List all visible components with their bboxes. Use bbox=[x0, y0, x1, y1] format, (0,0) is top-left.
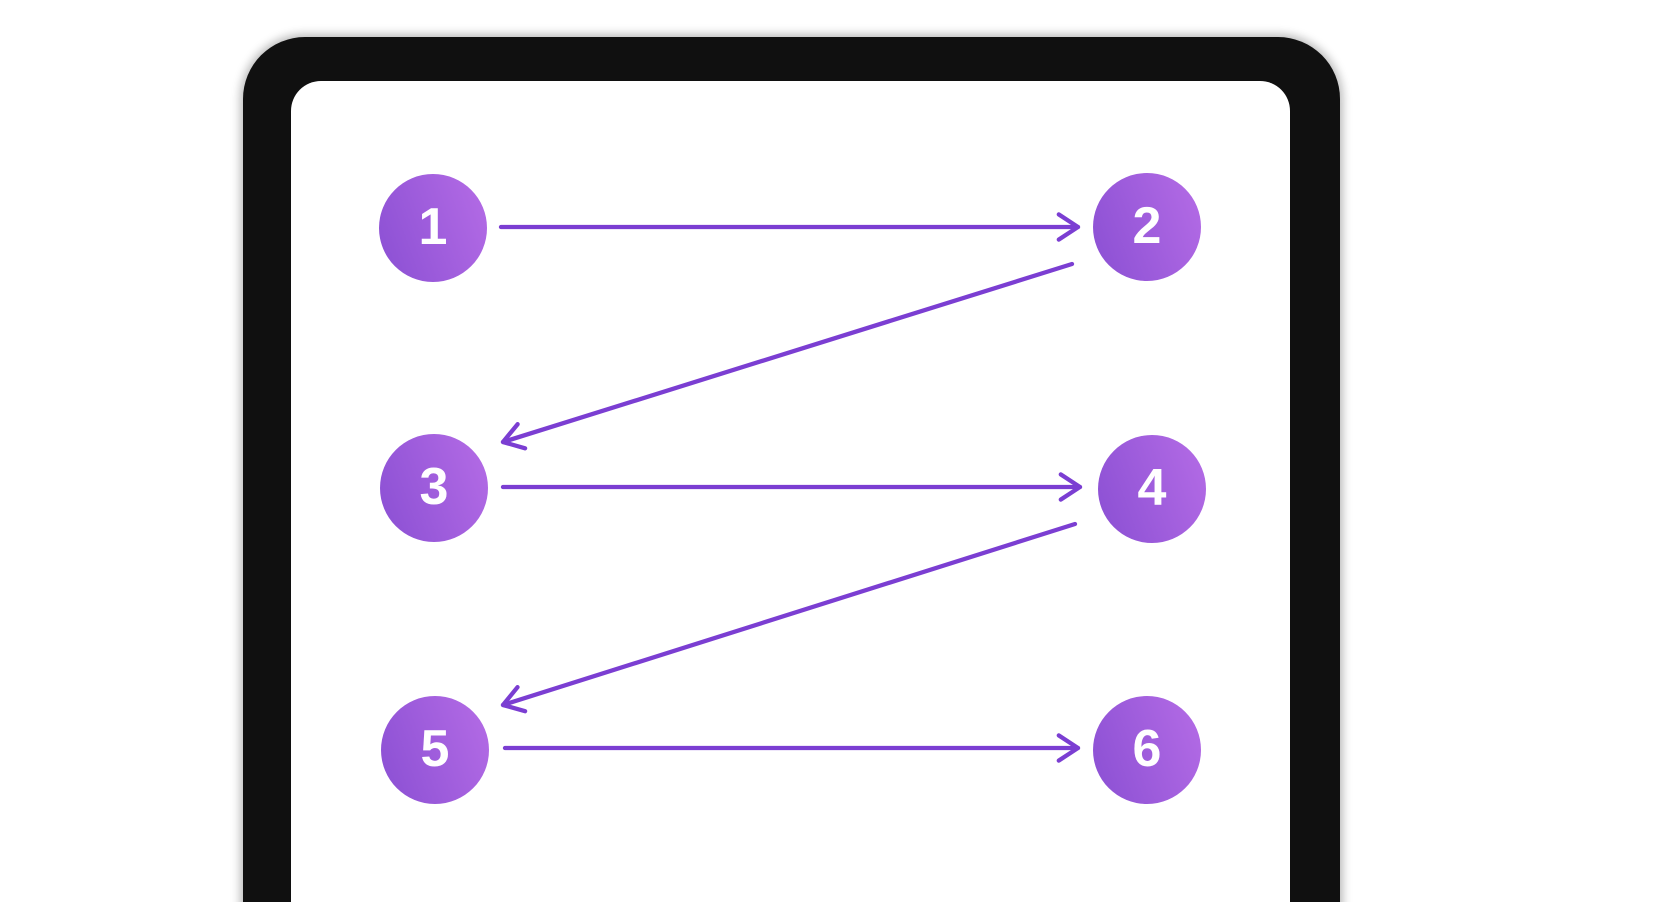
node-step-2: 2 bbox=[1093, 173, 1201, 281]
node-label: 5 bbox=[420, 720, 450, 778]
node-step-5: 5 bbox=[381, 696, 489, 804]
node-label: 1 bbox=[418, 198, 448, 256]
node-label: 6 bbox=[1132, 720, 1162, 778]
node-step-3: 3 bbox=[380, 434, 488, 542]
node-step-1: 1 bbox=[379, 174, 487, 282]
node-label: 4 bbox=[1137, 459, 1167, 517]
node-label: 3 bbox=[419, 458, 449, 516]
node-step-6: 6 bbox=[1093, 696, 1201, 804]
node-label: 2 bbox=[1132, 197, 1162, 255]
node-step-4: 4 bbox=[1098, 435, 1206, 543]
